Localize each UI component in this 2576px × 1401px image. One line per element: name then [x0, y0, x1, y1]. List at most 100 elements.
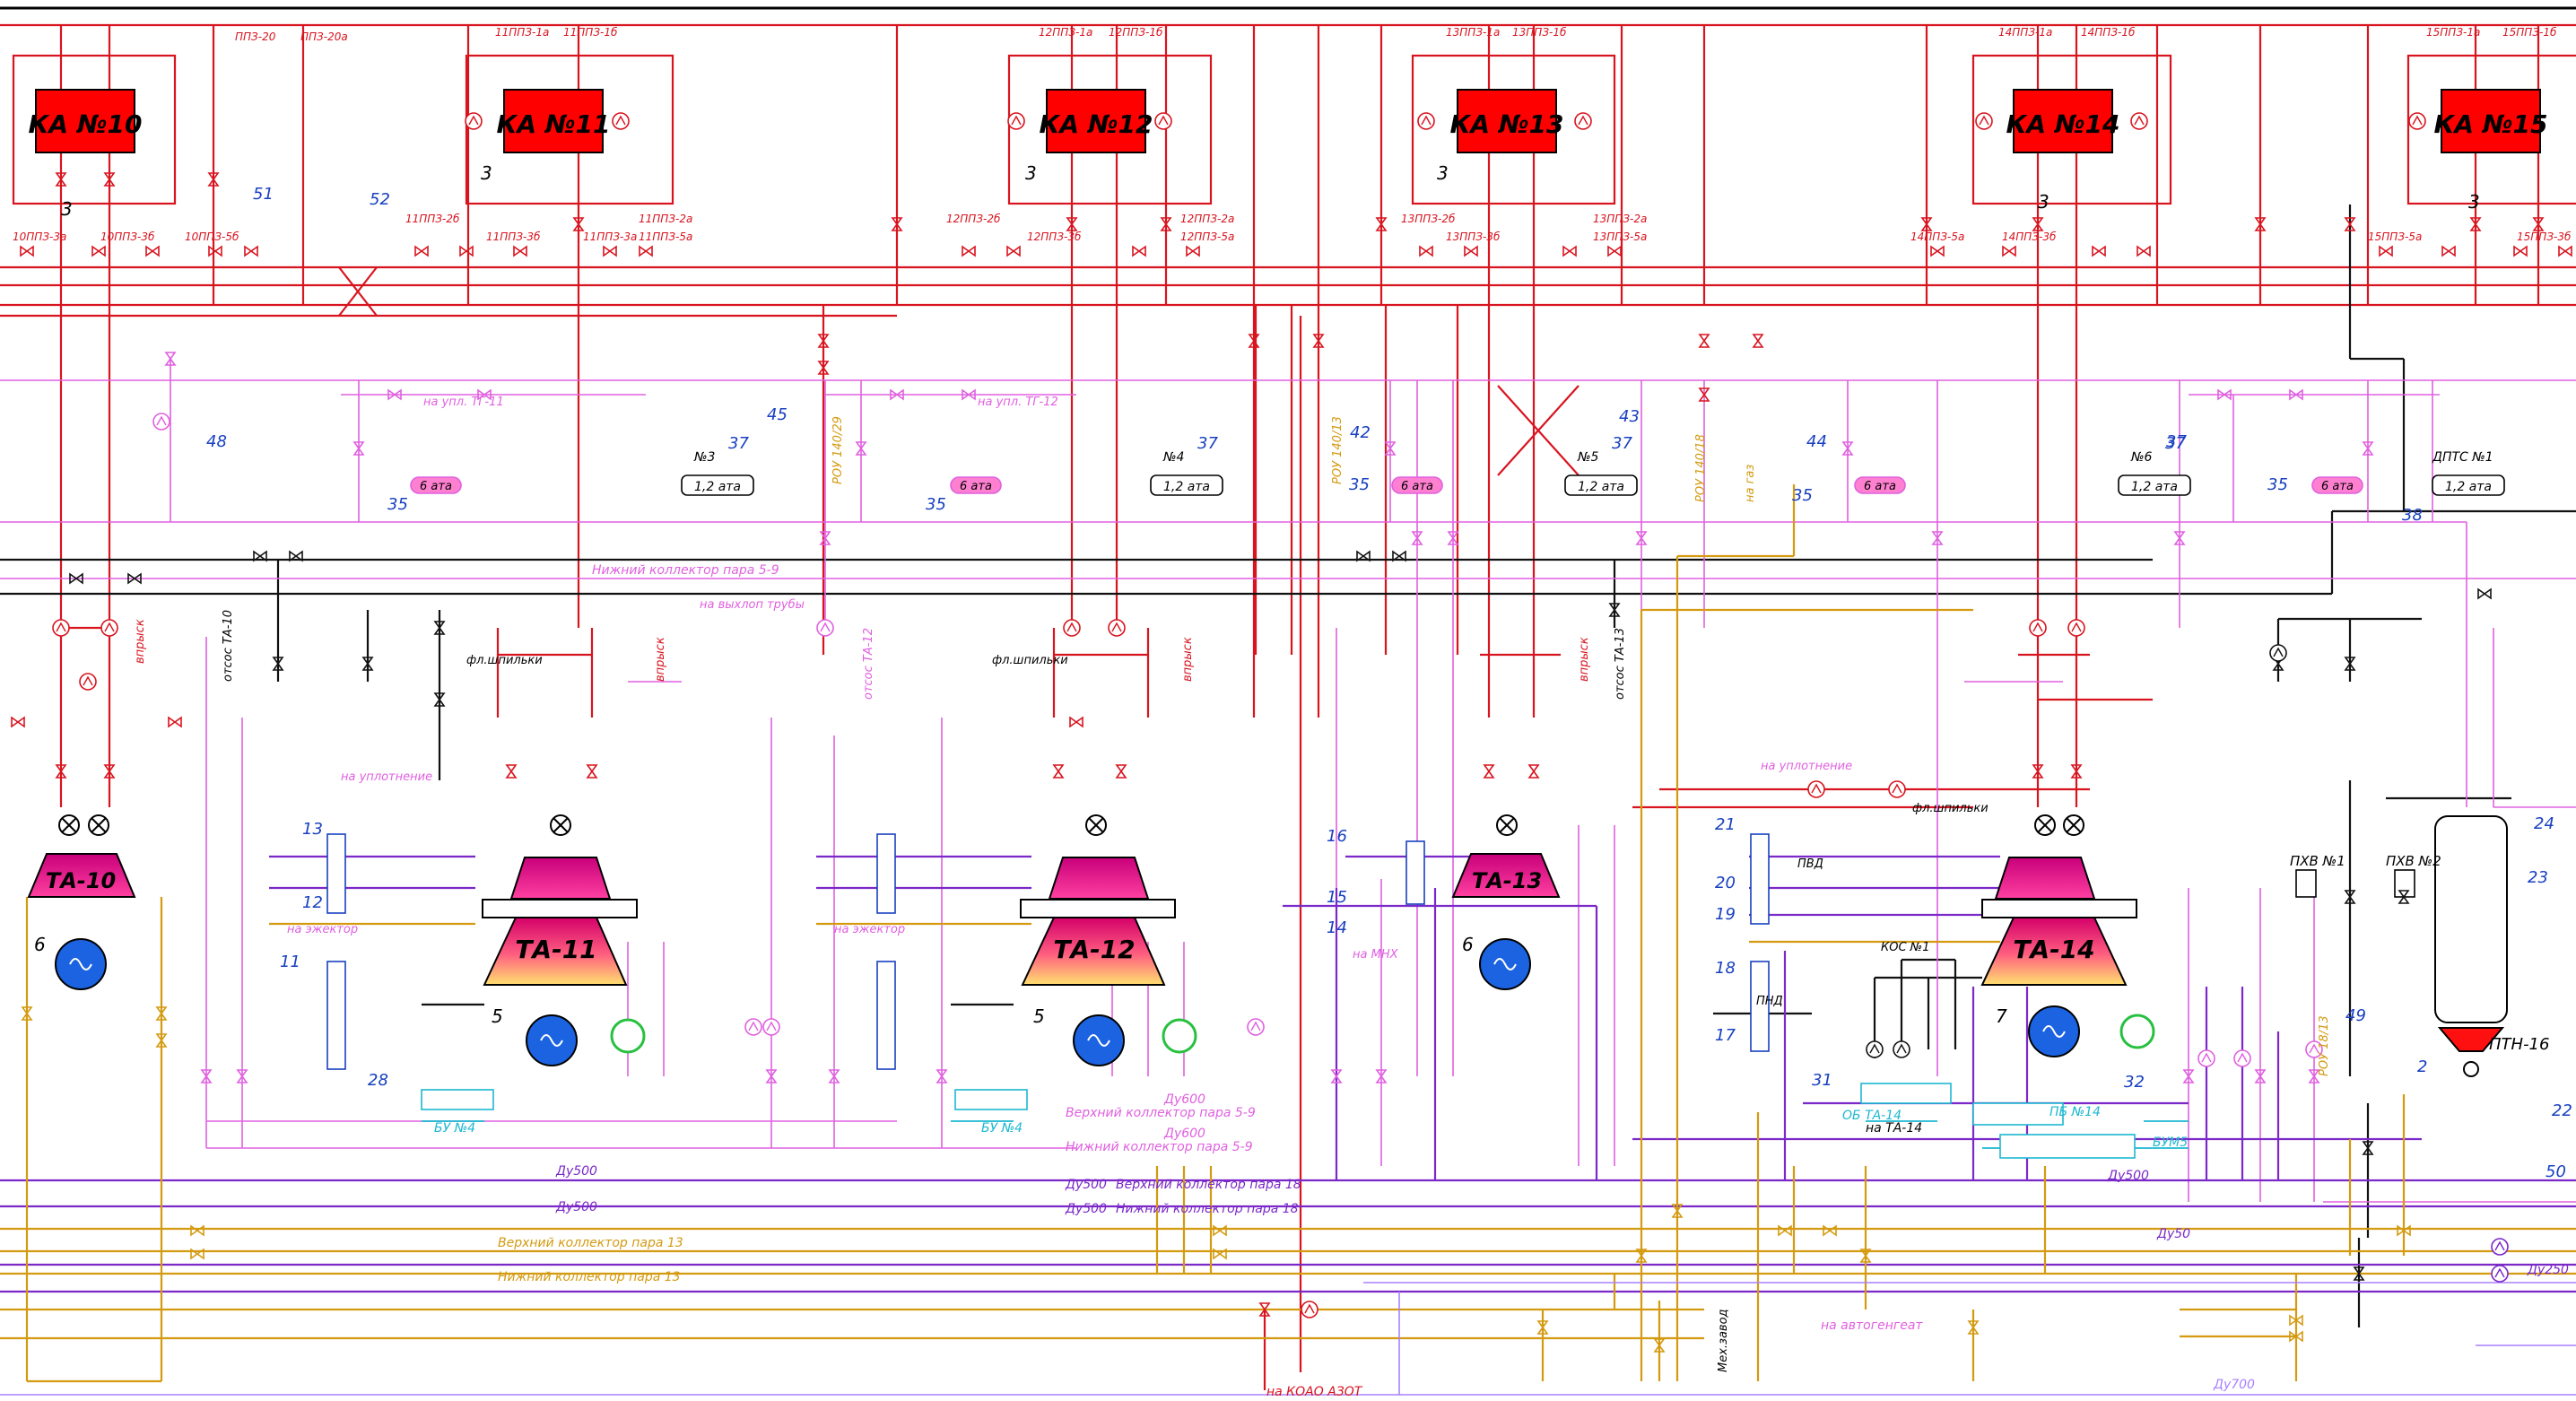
turbine-num: 5	[1033, 1005, 1045, 1027]
turbine-num: 5	[492, 1005, 503, 1027]
num-37: 37	[2166, 432, 2187, 451]
avto-label: на автогенгеат	[1821, 1318, 1923, 1333]
pnd-stack	[1750, 961, 1770, 1052]
boiler-ka11-label: КА №11	[497, 109, 611, 139]
turbine-ta14[interactable]: ТА-14 7	[1980, 857, 2155, 1057]
svg-text:11ППЗ-2б: 11ППЗ-2б	[405, 213, 460, 225]
svg-text:на МНХ: на МНХ	[1353, 948, 1399, 962]
pkhv2-label: ПХВ №2	[2386, 853, 2441, 869]
svg-text:на уплотнение: на уплотнение	[1761, 760, 1852, 773]
expander-4[interactable]: 1,2 ата №4 37	[1150, 434, 1223, 496]
expander-5[interactable]: 1,2 ата №5 37	[1564, 434, 1638, 496]
svg-text:49: 49	[2345, 1006, 2366, 1025]
svg-text:6 ата: 6 ата	[960, 480, 992, 493]
svg-text:Ду50: Ду50	[2156, 1227, 2190, 1241]
expander-no: ДПТС №1	[2432, 450, 2493, 465]
svg-text:отсос ТА-10: отсос ТА-10	[222, 610, 235, 682]
ata14-label: на ТА-14	[1866, 1121, 1922, 1136]
svg-text:32: 32	[2124, 1073, 2145, 1092]
svg-text:впрыск: впрыск	[1181, 637, 1195, 682]
expander-3[interactable]: 1,2 ата №3 37	[681, 434, 754, 496]
svg-text:6 ата: 6 ата	[420, 480, 452, 493]
svg-text:13ППЗ-1б: 13ППЗ-1б	[1512, 26, 1567, 39]
svg-text:44: 44	[1806, 432, 1827, 451]
ata6-pill[interactable]: 6 ата 35	[387, 476, 462, 514]
svg-text:52: 52	[370, 190, 390, 209]
collector-labels: Нижний коллектор пара 5-9 Верхний коллек…	[498, 563, 2569, 1392]
pvd-stack	[326, 833, 346, 914]
expander-dpts[interactable]: 1,2 ата ДПТС №1 38	[2402, 450, 2505, 525]
ptn-16[interactable]: ПТН-16	[2434, 815, 2549, 1077]
turbine-ta12[interactable]: ТА-12 5	[1020, 857, 1197, 1066]
svg-text:43: 43	[1619, 407, 1640, 426]
expander-no: №5	[1577, 450, 1599, 465]
turbine-ta13-label: ТА-13	[1472, 868, 1542, 893]
boiler-ka10[interactable]: КА №10	[29, 89, 143, 153]
stop-valve-icons	[58, 814, 2084, 836]
svg-text:Ду500: Ду500	[555, 1164, 597, 1179]
pvd-stack	[876, 833, 896, 914]
turbine-ta13[interactable]: ТА-13 6	[1451, 853, 1561, 990]
svg-text:Верхний коллектор пара 18: Верхний коллектор пара 18	[1116, 1178, 1301, 1192]
svg-text:впрыск: впрыск	[654, 637, 667, 682]
svg-text:6 ата: 6 ата	[1864, 480, 1896, 493]
boiler-ka14[interactable]: КА №14	[2006, 89, 2120, 153]
black-labels: фл.шпильки фл.шпильки фл.шпильки КОС №1 …	[466, 654, 1989, 1008]
svg-text:ПВД: ПВД	[1797, 857, 1823, 871]
svg-text:48: 48	[206, 432, 227, 451]
svg-text:11ППЗ-2а: 11ППЗ-2а	[639, 213, 692, 225]
expander-pressure: 1,2 ата	[1163, 480, 1210, 494]
turbine-ta11-label: ТА-11	[515, 935, 596, 964]
svg-text:10ППЗ-3а: 10ППЗ-3а	[13, 231, 66, 243]
ata6-pill[interactable]: 6 ата 35	[2267, 475, 2363, 494]
ata6-pill[interactable]: 6 ата 35	[926, 476, 1002, 514]
svg-text:фл.шпильки: фл.шпильки	[466, 654, 543, 667]
svg-text:10ППЗ-5б: 10ППЗ-5б	[185, 231, 239, 243]
ata6-pill[interactable]: 6 ата 35	[1792, 476, 1906, 505]
turbines: ТА-10 6 ТА-11 5 ТА-12 5	[27, 814, 2155, 1066]
svg-text:16: 16	[1327, 827, 1347, 846]
kdao-label: на КОАО АЗОТ	[1266, 1385, 1363, 1399]
svg-text:Верхний коллектор пара 5-9: Верхний коллектор пара 5-9	[1066, 1106, 1256, 1120]
svg-text:Верхний коллектор пара 13: Верхний коллектор пара 13	[498, 1236, 683, 1250]
svg-text:6 ата: 6 ата	[1401, 480, 1433, 493]
rotated-labels: отсос ТА-10 отсос ТА-13 Мех.завод	[222, 610, 1730, 1372]
turbine-ta10[interactable]: ТА-10 6	[27, 853, 136, 990]
svg-text:на газ: на газ	[1744, 465, 1757, 502]
pink-labels: на упл. ТГ-11 на упл. ТГ-12 на уплотнени…	[287, 396, 1852, 962]
svg-text:Ду600: Ду600	[1163, 1092, 1205, 1107]
svg-text:отсос ТА-13: отсос ТА-13	[1614, 628, 1627, 700]
expander-pressure: 1,2 ата	[694, 480, 741, 494]
cyan-lines	[422, 1120, 2189, 1149]
svg-text:ПНД: ПНД	[1756, 995, 1783, 1008]
purple-lines	[0, 855, 2576, 1293]
svg-text:19: 19	[1715, 905, 1736, 924]
turbine-ta11[interactable]: ТА-11 5	[482, 857, 646, 1066]
svg-text:18: 18	[1715, 959, 1736, 978]
svg-text:РОУ 18/13: РОУ 18/13	[2318, 1015, 2331, 1076]
svg-text:14ППЗ-1а: 14ППЗ-1а	[1998, 26, 2052, 39]
expander-num: 38	[2402, 506, 2423, 525]
lavender-lines	[0, 1282, 2576, 1396]
svg-text:фл.шпильки: фл.шпильки	[992, 654, 1068, 667]
boiler-ka12[interactable]: КА №12	[1040, 89, 1153, 153]
svg-text:22: 22	[2552, 1101, 2572, 1120]
boiler-ka13-label: КА №13	[1450, 109, 1564, 139]
svg-text:Ду500: Ду500	[555, 1200, 597, 1214]
svg-text:51: 51	[253, 185, 274, 204]
svg-text:11ППЗ-1б: 11ППЗ-1б	[563, 26, 618, 39]
expander-pressure: 1,2 ата	[1578, 480, 1624, 494]
svg-text:11ППЗ-1а: 11ППЗ-1а	[495, 26, 549, 39]
pkhv1-label: ПХВ №1	[2290, 853, 2345, 869]
svg-text:13ППЗ-2б: 13ППЗ-2б	[1401, 213, 1456, 225]
svg-text:на выхлоп трубы: на выхлоп трубы	[700, 598, 805, 612]
boiler-ka13[interactable]: КА №13	[1450, 89, 1564, 153]
bottom-labels: на КОАО АЗОТ на автогенгеат БУ №4 БУ №4 …	[434, 1105, 2188, 1399]
boiler-ka11[interactable]: КА №11	[497, 89, 611, 153]
boiler-ka15[interactable]: КА №15	[2434, 89, 2548, 153]
orange-lines	[0, 484, 2576, 1383]
expander-6[interactable]: 1,2 ата №6 37	[2118, 434, 2191, 496]
turbine-ta10-label: ТА-10	[46, 868, 116, 893]
ata6-pill[interactable]: 6 ата 35	[1349, 475, 1443, 494]
svg-text:35: 35	[926, 495, 946, 514]
